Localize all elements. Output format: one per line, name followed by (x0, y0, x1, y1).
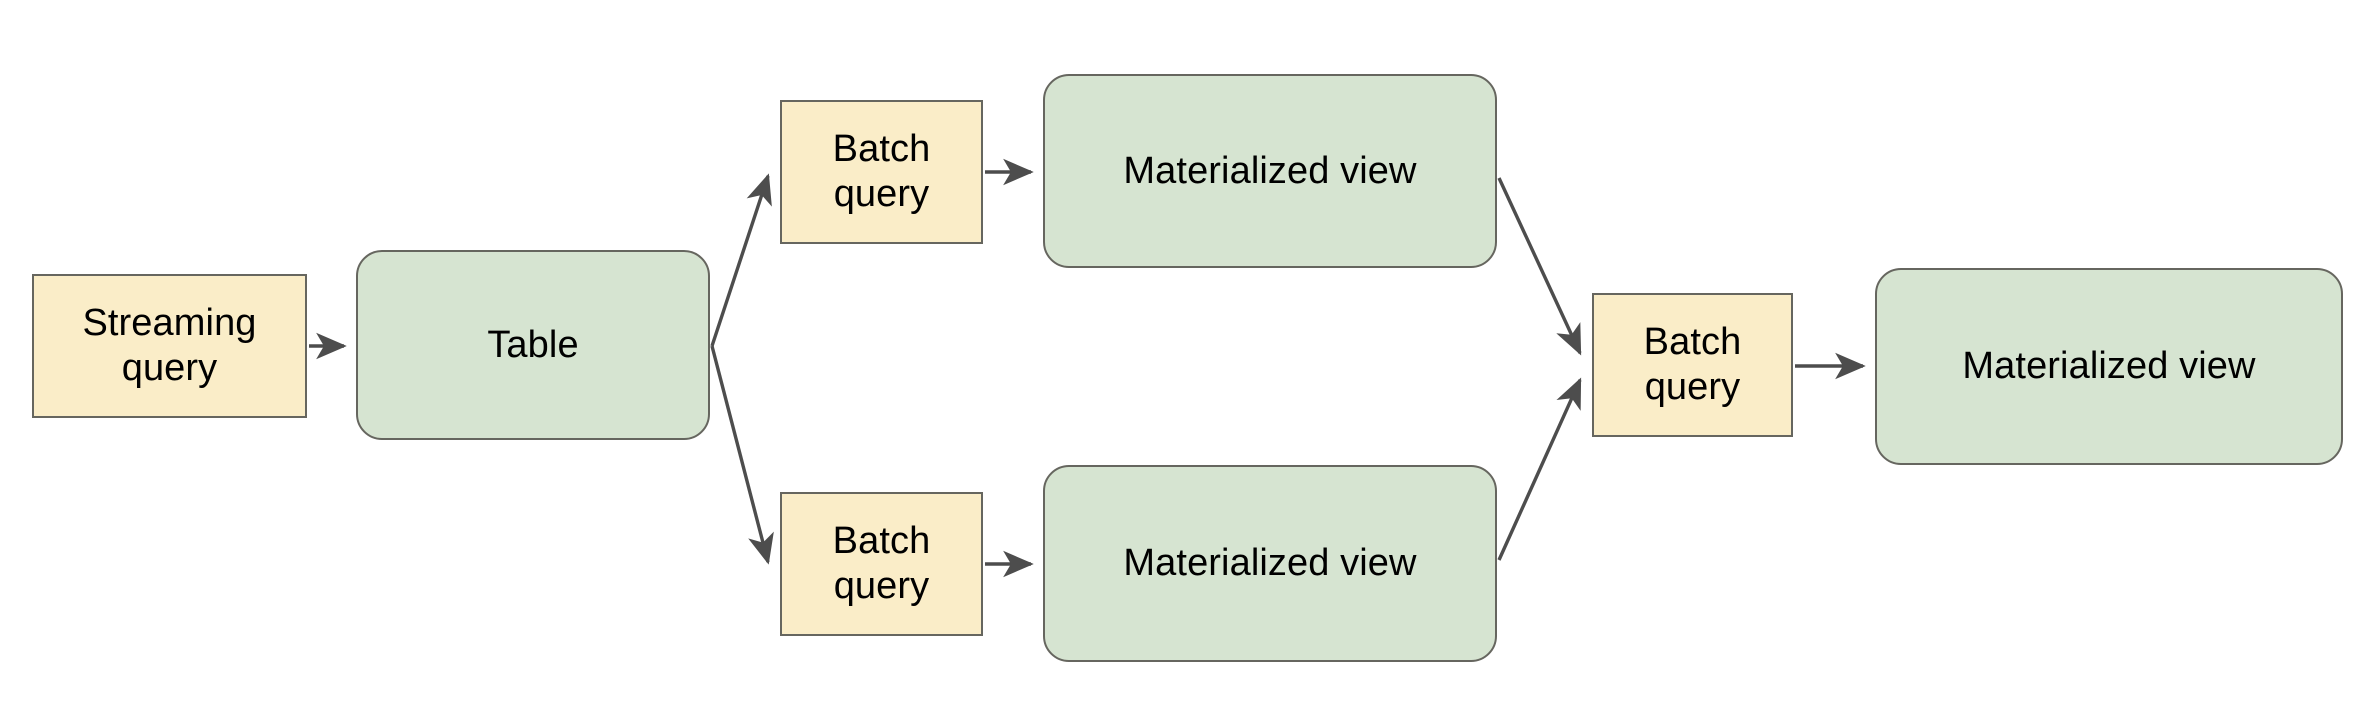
node-label: Batch query (832, 128, 931, 215)
edge-mv-bottom-to-batch-merge (1497, 377, 1582, 561)
edge-mv-top-to-batch-merge (1497, 177, 1582, 356)
node-label: Table (487, 323, 579, 366)
node-batch-query-merge[interactable]: Batch query (1592, 293, 1793, 437)
node-label: Materialized view (1962, 345, 2256, 388)
node-batch-query-top[interactable]: Batch query (780, 100, 983, 244)
node-table[interactable]: Table (356, 250, 710, 440)
node-materialized-view-bottom[interactable]: Materialized view (1043, 465, 1497, 662)
node-label: Materialized view (1123, 149, 1417, 192)
node-label: Batch query (832, 520, 931, 607)
node-materialized-view-top[interactable]: Materialized view (1043, 74, 1497, 268)
edge-table-to-batch-bottom (710, 345, 774, 565)
node-label: Streaming query (82, 302, 257, 389)
edge-table-to-batch-top (710, 173, 772, 347)
node-label: Materialized view (1123, 542, 1417, 585)
node-materialized-view-final[interactable]: Materialized view (1875, 268, 2343, 465)
node-batch-query-bottom[interactable]: Batch query (780, 492, 983, 636)
node-streaming-query[interactable]: Streaming query (32, 274, 307, 418)
node-label: Batch query (1643, 321, 1742, 408)
